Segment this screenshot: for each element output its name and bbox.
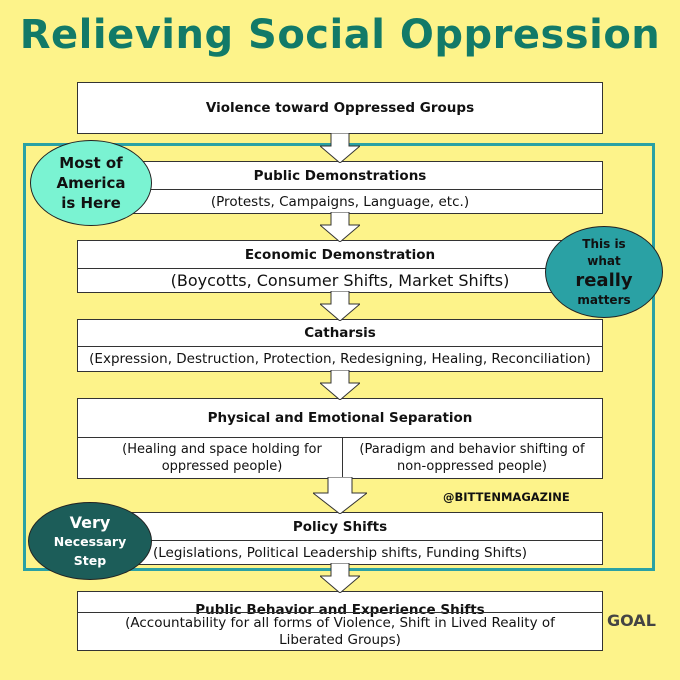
step-title: Catharsis [304,325,376,341]
callout-line: what [587,253,621,268]
arrow-down-icon [320,563,360,593]
callout-line: Most of [59,154,123,172]
arrow-down-icon [320,133,360,163]
step-detail: (Legislations, Political Leadership shif… [78,540,602,564]
step-title: Public Demonstrations [253,167,427,184]
step-detail-split: (Healing and space holding for oppressed… [78,437,602,478]
callout-really-matters: This is what really matters [545,226,663,318]
callout-line: matters [577,292,631,307]
step-title: Economic Demonstration [244,246,436,263]
callout-line: This is [582,236,626,251]
arrow-down-icon [320,291,360,321]
arrow-down-icon [313,477,367,514]
step-detail: (Boycotts, Consumer Shifts, Market Shift… [78,268,602,292]
callout-line: Very [69,512,111,532]
goal-label: GOAL [607,611,656,630]
callout-emphasis: really [575,269,633,291]
callout-line: Step [73,552,107,568]
step-catharsis: Catharsis (Expression, Destruction, Prot… [77,319,603,372]
step-detail: (Protests, Campaigns, Language, etc.) [78,189,602,213]
step-title: Physical and Emotional Separation [207,410,473,426]
step-title: Policy Shifts [292,518,388,535]
step-public-demonstrations: Public Demonstrations (Protests, Campaig… [77,161,603,214]
callout-very-necessary: Very Necessary Step [28,502,152,580]
page-title: Relieving Social Oppression [19,12,661,58]
callout-line: America [56,174,126,192]
split-divider [342,438,343,478]
step-violence: Violence toward Oppressed Groups [77,82,603,134]
step-title: Public Behavior and Experience Shifts [195,602,485,618]
social-handle: @BITTENMAGAZINE [443,490,570,504]
callout-most-of-america: Most of America is Here [30,140,152,226]
step-detail: (Expression, Destruction, Protection, Re… [78,346,602,371]
detail-right: (Paradigm and behavior shifting of non-o… [359,442,585,474]
step-detail: (Accountability for all forms of Violenc… [78,612,602,650]
step-policy-shifts: Policy Shifts (Legislations, Political L… [77,512,603,565]
arrow-down-icon [320,370,360,400]
callout-line: Necessary [53,533,127,549]
callout-line: is Here [61,194,121,212]
arrow-down-icon [320,212,360,242]
detail-left: (Healing and space holding for oppressed… [122,442,322,474]
step-separation: Physical and Emotional Separation (Heali… [77,398,603,479]
step-public-behavior: Public Behavior and Experience Shifts (A… [77,591,603,651]
step-title: Violence toward Oppressed Groups [205,100,475,116]
step-economic-demonstration: Economic Demonstration (Boycotts, Consum… [77,240,603,293]
